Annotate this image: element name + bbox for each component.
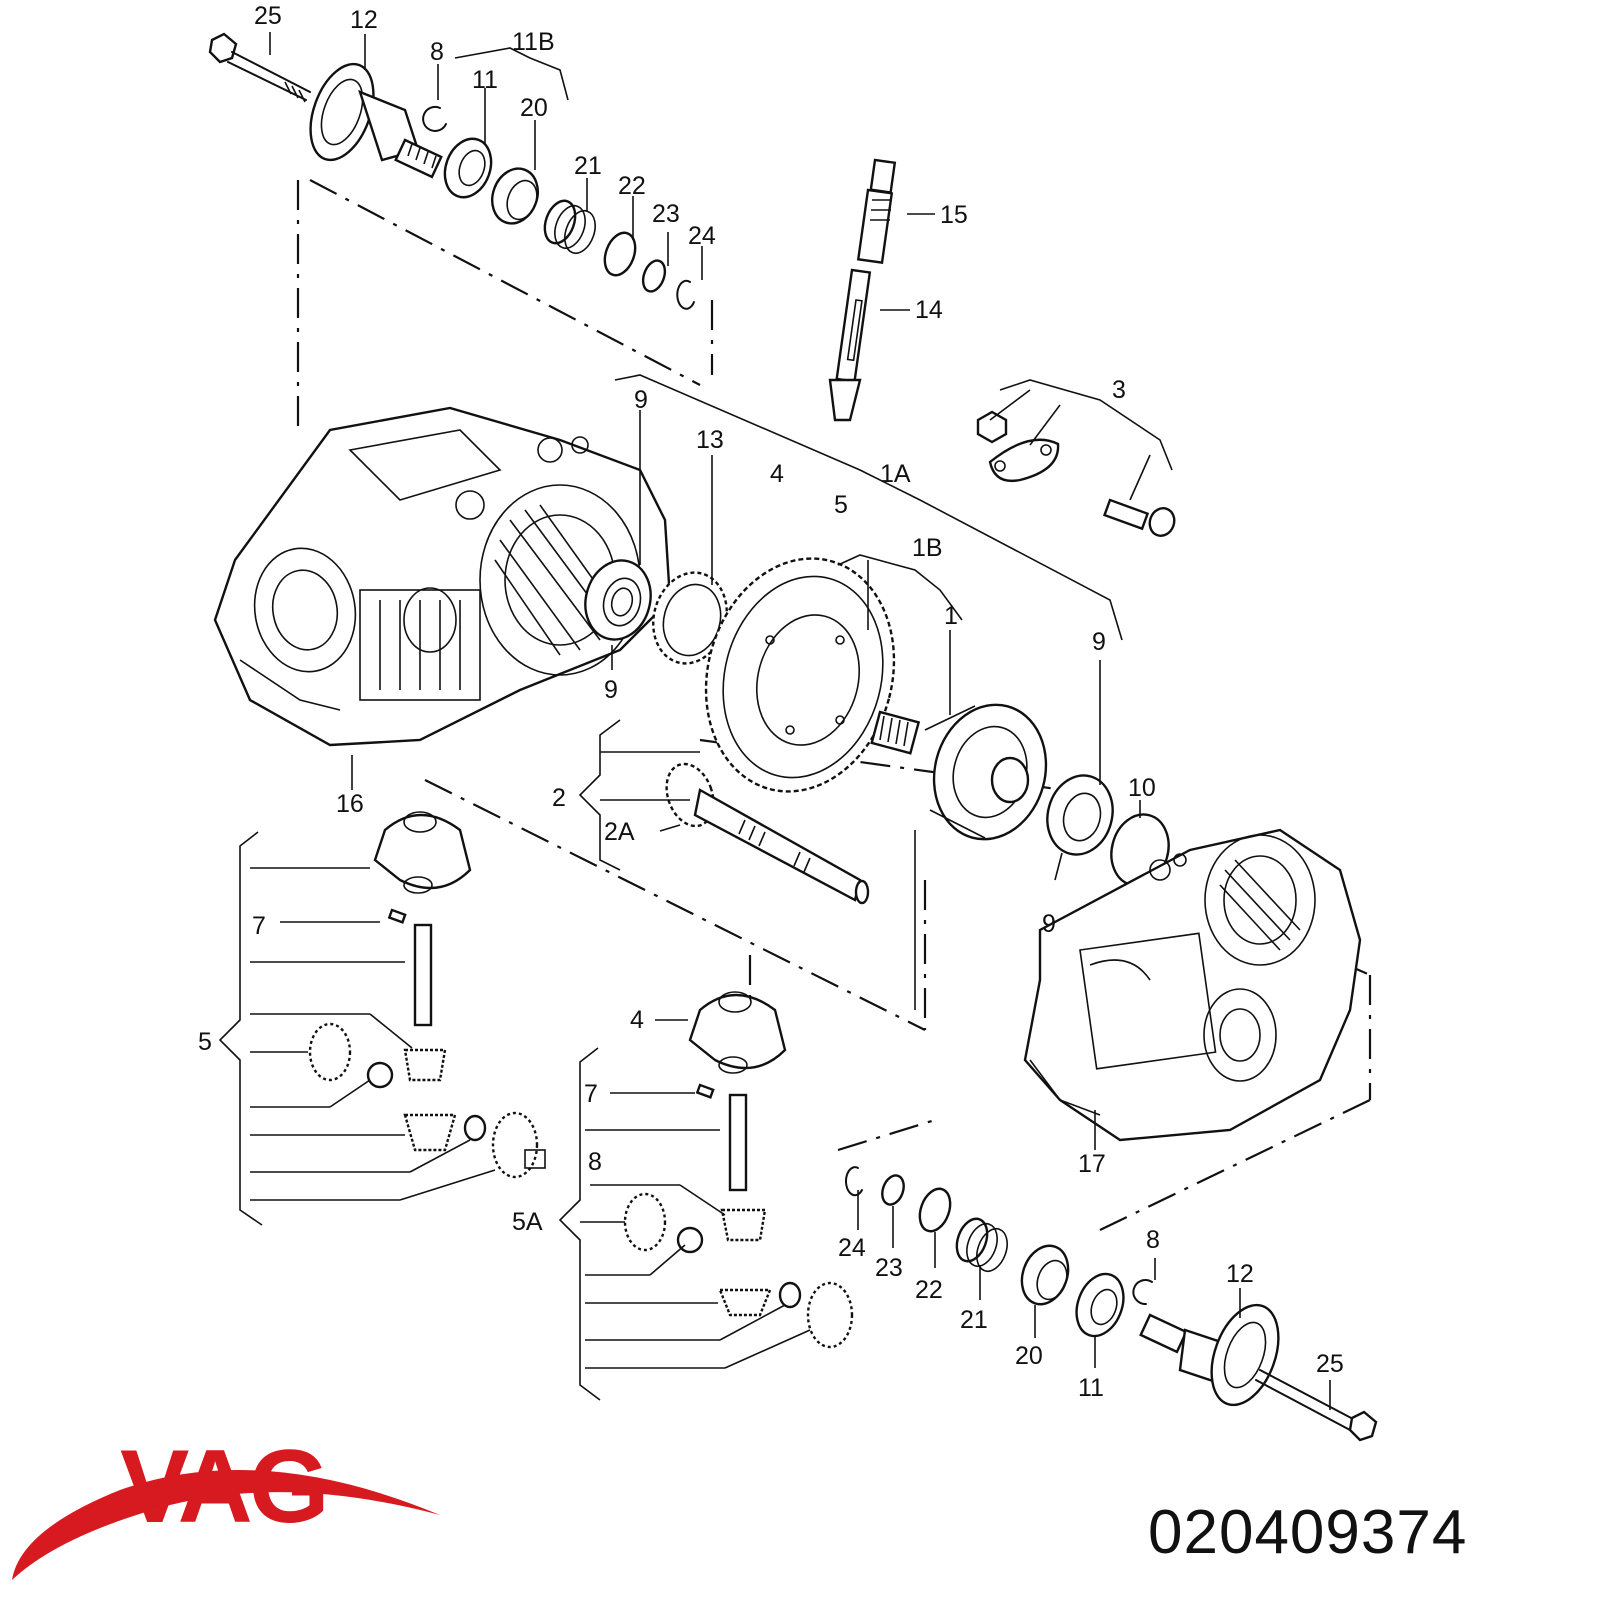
callout-4-top: 4 <box>770 460 784 488</box>
callout-2: 2 <box>552 784 566 812</box>
bearing-11-bot <box>1075 1272 1125 1338</box>
clip-24-top <box>676 279 695 310</box>
callout-22-bot: 22 <box>915 1276 943 1304</box>
shaft-left <box>413 923 433 1027</box>
bearing-11-top <box>443 137 493 199</box>
side-gear-left <box>403 1111 546 1179</box>
gearbox-housing-17 <box>1023 828 1362 1142</box>
callout-1B: 1B <box>912 534 943 562</box>
retainer-group-3 <box>976 410 1176 537</box>
callout-7-mid: 7 <box>584 1080 598 1108</box>
callout-labels: 25 12 8 11B 11 20 21 22 23 24 15 14 3 9 … <box>198 2 1344 1402</box>
callout-7-left: 7 <box>252 912 266 940</box>
callout-4-mid: 4 <box>630 1006 644 1034</box>
diff-housing-part <box>373 811 472 894</box>
callout-23-top: 23 <box>652 200 680 228</box>
callout-2A: 2A <box>604 818 635 846</box>
callout-11-top: 11 <box>472 66 498 94</box>
callout-16: 16 <box>336 790 364 818</box>
spring-21-top <box>543 199 596 255</box>
vag-logo: VAG <box>12 1429 440 1580</box>
callout-21-top: 21 <box>574 152 602 180</box>
callout-24-bot: 24 <box>838 1234 866 1262</box>
callout-10: 10 <box>1128 774 1156 802</box>
callout-20-top: 20 <box>520 94 548 122</box>
callout-8-mid: 8 <box>588 1148 602 1176</box>
leader-lines <box>218 32 1331 1410</box>
pinion-gear-left <box>308 1022 447 1089</box>
spring-21-bot <box>955 1217 1008 1273</box>
brand-name: VAG <box>120 1429 326 1545</box>
nut-23-top <box>641 259 667 293</box>
bolt-25-bot <box>1255 1369 1378 1442</box>
circlip-8-top <box>422 105 447 132</box>
callout-13: 13 <box>696 426 724 454</box>
ring-22-top <box>603 231 637 277</box>
callout-12-top: 12 <box>350 6 378 34</box>
pinion-shaft-2A <box>665 762 870 905</box>
callout-9-a: 9 <box>634 386 648 414</box>
circlip-8-bot <box>1132 1279 1153 1306</box>
callout-9-c: 9 <box>604 676 618 704</box>
gearbox-housing-16 <box>213 406 672 747</box>
bolt-25-top <box>208 32 311 103</box>
callout-11-bot: 11 <box>1078 1374 1104 1402</box>
callout-9-b: 9 <box>1092 628 1106 656</box>
race-20-top <box>491 167 539 225</box>
differential-assembly <box>584 557 1170 887</box>
part-number: 020409374 <box>1148 1498 1467 1567</box>
crown-gear-1B <box>704 557 896 793</box>
callout-1: 1 <box>944 602 958 630</box>
callout-24-top: 24 <box>688 222 716 250</box>
callout-1A: 1A <box>880 460 911 488</box>
callout-12-bot: 12 <box>1226 1260 1254 1288</box>
bearing-9-left <box>584 559 652 641</box>
flange-12-top <box>309 62 443 179</box>
callout-5A: 5A <box>512 1208 543 1236</box>
ring-22-bot <box>918 1187 952 1233</box>
differential-case-1 <box>870 703 1048 841</box>
bearing-9-right <box>1046 774 1114 856</box>
callout-22-top: 22 <box>618 172 646 200</box>
logo-swoosh <box>12 1470 440 1580</box>
diff-housing-part-mid <box>688 991 787 1074</box>
top-drive-flange-group <box>208 32 695 310</box>
bottom-drive-flange-group <box>845 1166 1378 1442</box>
clip-24-bot <box>845 1166 863 1197</box>
callout-21-bot: 21 <box>960 1306 988 1334</box>
callout-23-bot: 23 <box>875 1254 903 1282</box>
diff-gear-set-5A <box>623 991 854 1349</box>
callout-25-bot: 25 <box>1316 1350 1344 1378</box>
pinion-gear-mid <box>623 1192 767 1254</box>
callout-25-top: 25 <box>254 2 282 30</box>
shaft-mid <box>728 1093 748 1192</box>
side-gear-mid <box>718 1281 854 1349</box>
callout-20-bot: 20 <box>1015 1342 1043 1370</box>
callout-17: 17 <box>1078 1150 1106 1178</box>
callout-9-d: 9 <box>1042 910 1056 938</box>
race-20-bot <box>1020 1244 1070 1306</box>
callout-3: 3 <box>1112 376 1126 404</box>
pin-7-left <box>387 908 407 924</box>
callout-15: 15 <box>940 201 968 229</box>
callout-8-bot: 8 <box>1146 1226 1160 1254</box>
nut-23-bot <box>881 1174 905 1206</box>
diff-gear-set-5 <box>308 811 546 1179</box>
callout-8-top: 8 <box>430 38 444 66</box>
callout-5-left: 5 <box>198 1028 212 1056</box>
callout-5-top: 5 <box>834 491 848 519</box>
pin-7-mid <box>695 1083 715 1099</box>
callout-11B: 11B <box>512 28 555 56</box>
flange-12-bot <box>1139 1303 1280 1407</box>
speedo-drive-shaft <box>828 158 897 422</box>
callout-14: 14 <box>915 296 943 324</box>
